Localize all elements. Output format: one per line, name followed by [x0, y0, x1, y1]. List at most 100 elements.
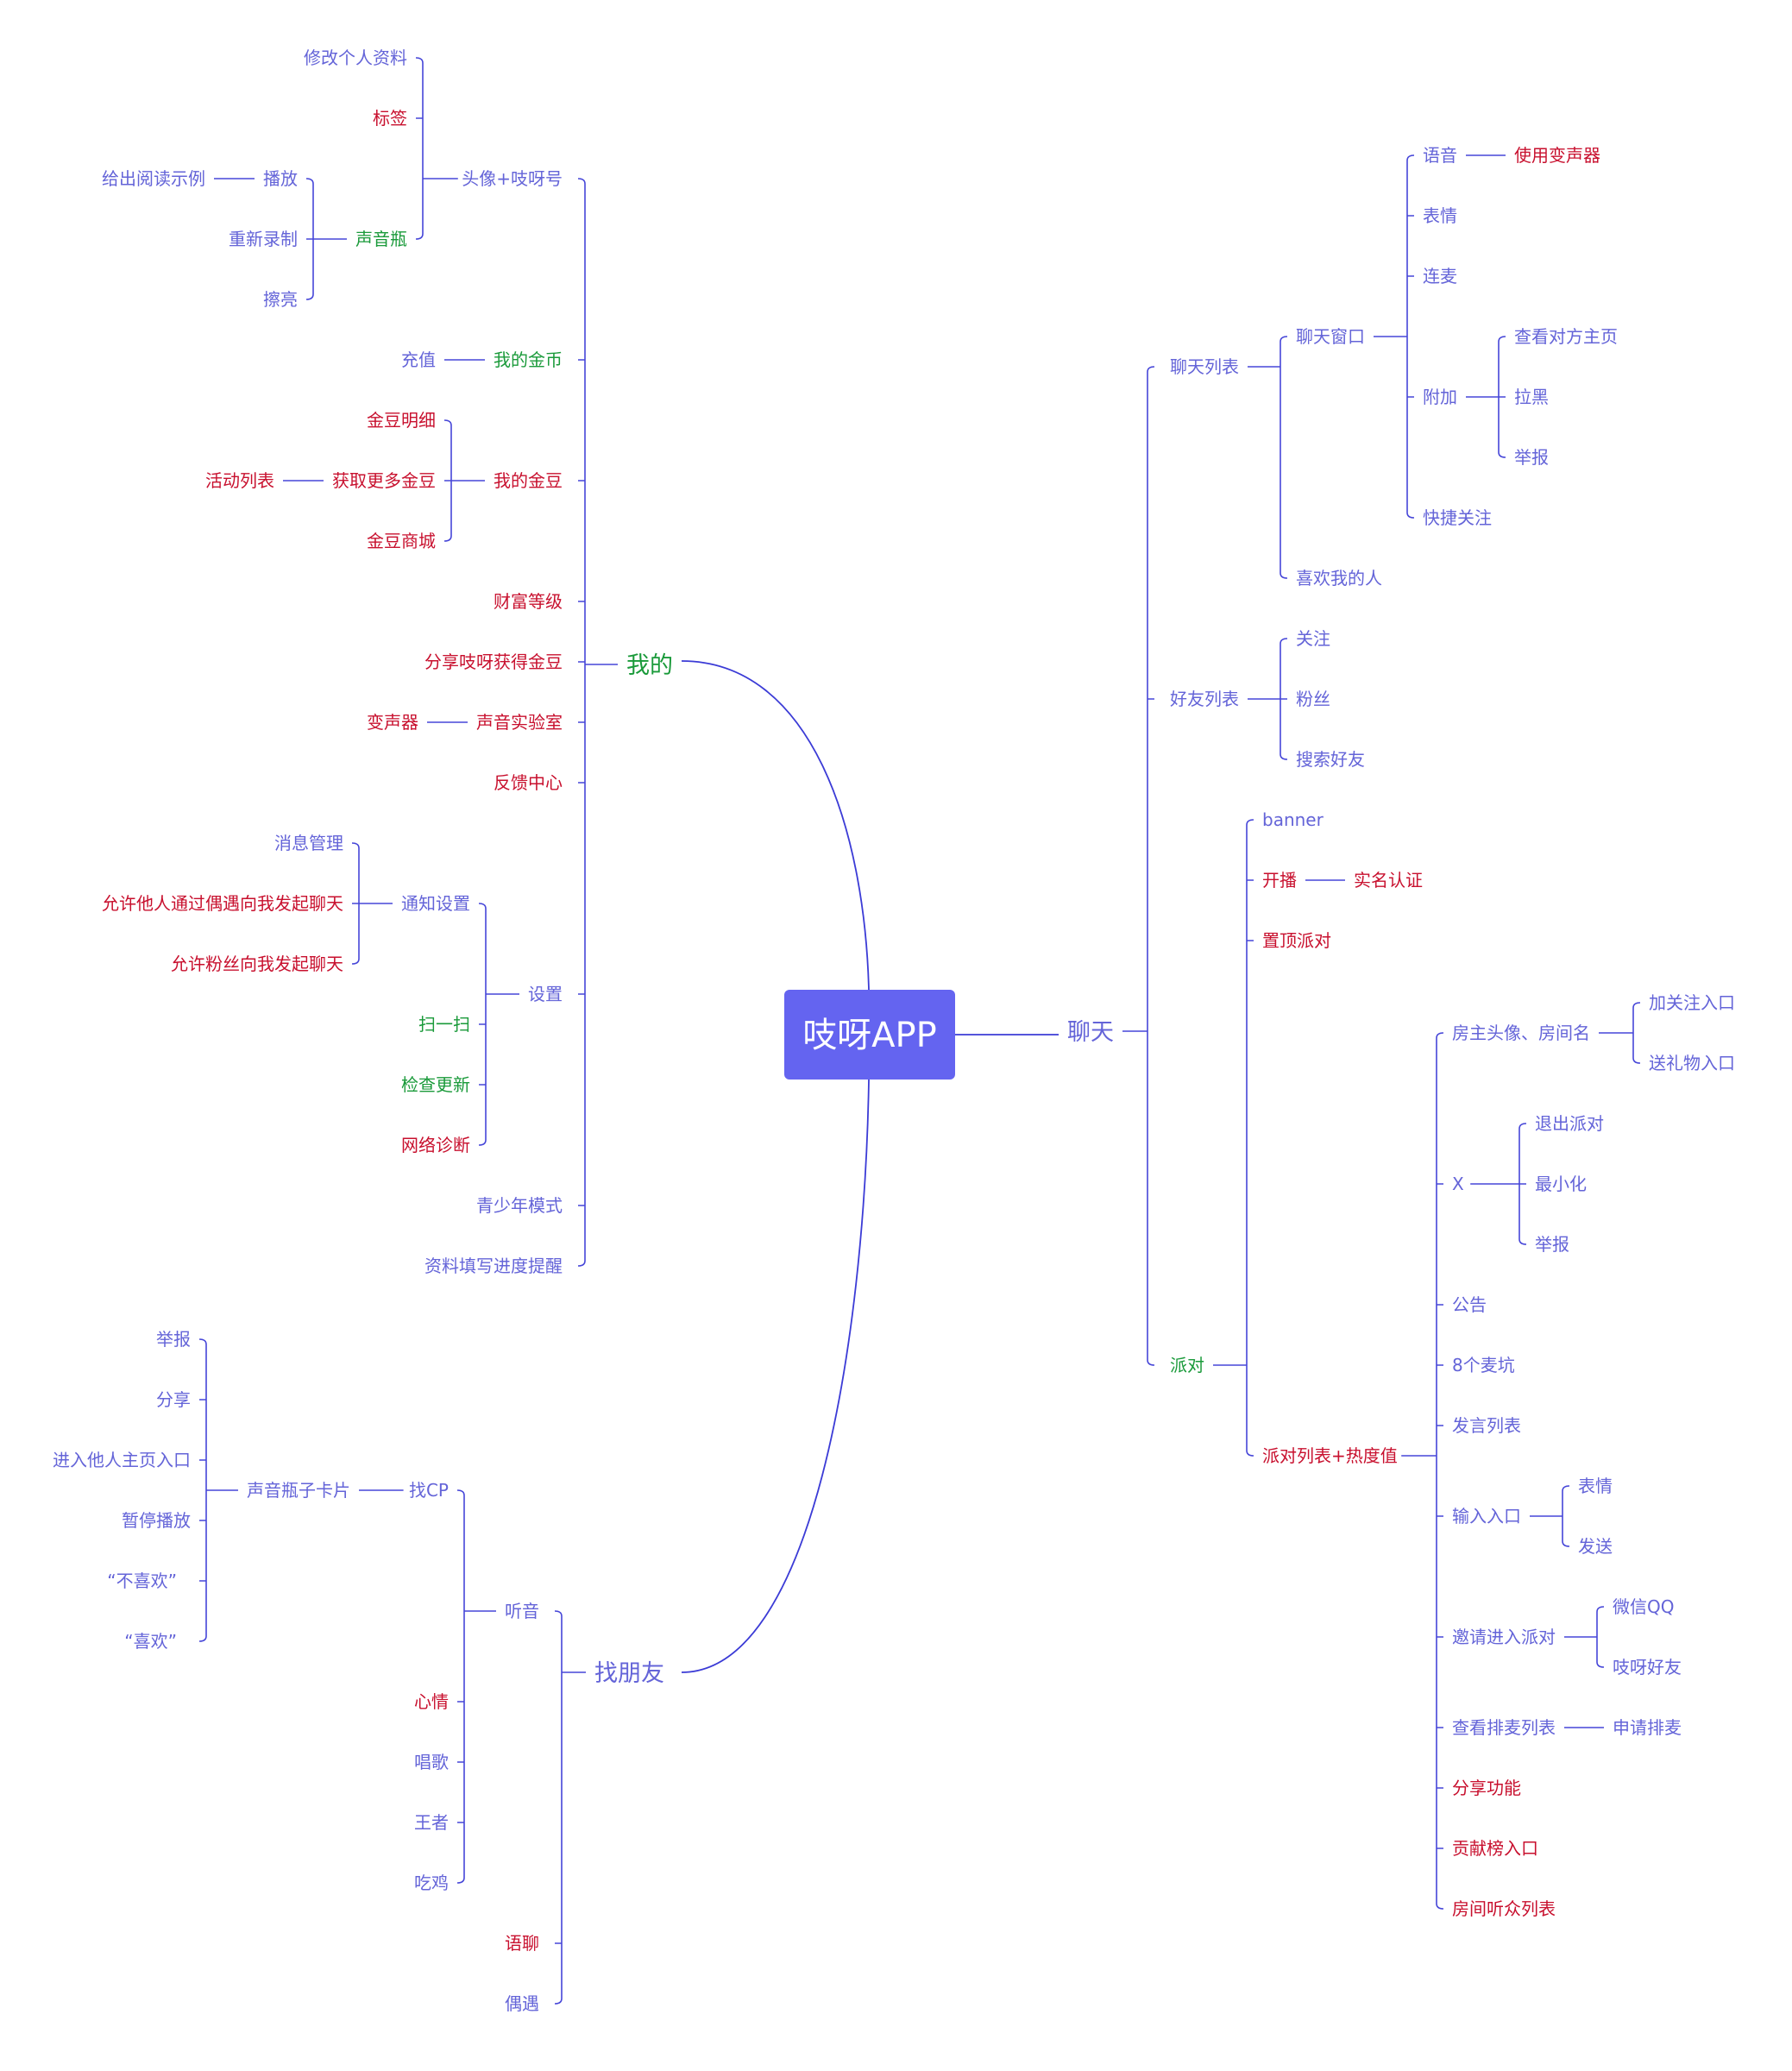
node-chiji[interactable]: 吃鸡 [414, 1873, 449, 1893]
node-touxiang[interactable]: 头像+吱呀号 [462, 168, 563, 189]
node-banner[interactable]: banner [1262, 809, 1324, 830]
node-huodong[interactable]: 活动列表 [205, 470, 274, 491]
node-fenxianggn[interactable]: 分享功能 [1452, 1778, 1521, 1798]
node-saoyisao[interactable]: 扫一扫 [418, 1014, 470, 1035]
node-huoqu[interactable]: 获取更多金豆 [332, 470, 436, 491]
node-kaibo[interactable]: 开播 [1262, 870, 1297, 891]
node-biaoqing[interactable]: 表情 [1423, 205, 1457, 226]
bracket-haoyou [1280, 638, 1288, 760]
node-wode[interactable]: 我的 [626, 652, 673, 679]
node-yuyin[interactable]: 语音 [1423, 145, 1457, 166]
node-xinqing[interactable]: 心情 [414, 1691, 449, 1712]
node-tingzhong[interactable]: 房间听众列表 [1452, 1898, 1556, 1919]
node-gonggao[interactable]: 公告 [1452, 1294, 1487, 1315]
node-shiyanshi[interactable]: 声音实验室 [476, 712, 563, 733]
node-buxihuan[interactable]: “不喜欢” [107, 1571, 177, 1591]
node-chuangkou[interactable]: 聊天窗口 [1296, 326, 1365, 347]
node-shangcheng[interactable]: 金豆商城 [367, 531, 436, 551]
bracket-tongzhi [351, 842, 360, 965]
node-lianmai[interactable]: 连麦 [1423, 266, 1457, 286]
node-biaoqian[interactable]: 标签 [373, 108, 407, 129]
node-liaotian[interactable]: 聊天 [1067, 1019, 1114, 1046]
node-fensi[interactable]: 粉丝 [1296, 689, 1330, 709]
node-fankui[interactable]: 反馈中心 [494, 772, 563, 793]
node-paimai[interactable]: 查看排麦列表 [1452, 1717, 1556, 1738]
node-bianshengqi2[interactable]: 使用变声器 [1514, 145, 1600, 166]
node-guanzhu[interactable]: 关注 [1296, 628, 1330, 649]
node-fangzhu[interactable]: 房主头像、房间名 [1452, 1023, 1590, 1043]
node-xiaoxi[interactable]: 消息管理 [274, 833, 343, 853]
node-tuichu[interactable]: 退出派对 [1535, 1113, 1604, 1134]
node-zhiyahaoyou[interactable]: 吱呀好友 [1613, 1657, 1682, 1678]
node-fenxiang_wd[interactable]: 分享吱呀获得金豆 [424, 652, 563, 672]
node-ouyu[interactable]: 偶遇 [505, 1993, 539, 2014]
node-lahei[interactable]: 拉黑 [1514, 387, 1549, 407]
node-shuru[interactable]: 输入入口 [1452, 1506, 1521, 1526]
node-bianshengqi[interactable]: 变声器 [367, 712, 418, 733]
node-mingxi[interactable]: 金豆明细 [367, 410, 436, 431]
connector-lines [198, 57, 1641, 2005]
node-zhuye[interactable]: 进入他人主页入口 [53, 1450, 191, 1470]
node-jiaguanzhu[interactable]: 加关注入口 [1649, 992, 1735, 1013]
node-maikeng[interactable]: 8个麦坑 [1452, 1355, 1515, 1375]
node-shengyinping[interactable]: 声音瓶 [355, 229, 407, 249]
root-node-box[interactable] [784, 990, 955, 1080]
node-jubao_pd[interactable]: 举报 [1535, 1234, 1569, 1255]
node-zanting[interactable]: 暂停播放 [122, 1510, 191, 1531]
node-jubao_cp[interactable]: 举报 [156, 1329, 191, 1350]
node-chongxin[interactable]: 重新录制 [229, 229, 298, 249]
bracket-touxiang [415, 57, 424, 240]
node-qingshaonian[interactable]: 青少年模式 [476, 1195, 563, 1216]
node-bofang[interactable]: 播放 [263, 168, 298, 189]
node-jiancha[interactable]: 检查更新 [401, 1074, 470, 1095]
node-jinbi[interactable]: 我的金币 [494, 349, 563, 370]
node-biaoqing2[interactable]: 表情 [1578, 1476, 1613, 1496]
node-haoyou[interactable]: 好友列表 [1170, 689, 1239, 709]
node-kapian[interactable]: 声音瓶子卡片 [247, 1480, 350, 1501]
node-x[interactable]: X [1452, 1174, 1464, 1194]
node-jindou[interactable]: 我的金豆 [494, 470, 563, 491]
node-xihuan[interactable]: “喜欢” [124, 1631, 177, 1652]
node-gongxian[interactable]: 贡献榜入口 [1452, 1838, 1538, 1859]
node-chongzhi[interactable]: 充值 [401, 349, 436, 370]
node-xihuanwode[interactable]: 喜欢我的人 [1296, 568, 1382, 589]
node-chakan[interactable]: 查看对方主页 [1514, 326, 1618, 347]
node-fayan[interactable]: 发言列表 [1452, 1415, 1521, 1436]
node-caliang[interactable]: 擦亮 [263, 289, 298, 310]
node-fensi_chat[interactable]: 允许粉丝向我发起聊天 [171, 954, 343, 974]
node-jubao_lt[interactable]: 举报 [1514, 447, 1549, 468]
node-zhaopengyou[interactable]: 找朋友 [594, 1660, 664, 1687]
node-fujia[interactable]: 附加 [1423, 387, 1457, 407]
node-shenqing[interactable]: 申请排麦 [1613, 1717, 1682, 1738]
bracket-liaotian [1147, 366, 1155, 1366]
node-yaoqing[interactable]: 邀请进入派对 [1452, 1627, 1556, 1647]
node-tingyin[interactable]: 听音 [505, 1601, 539, 1621]
node-songli[interactable]: 送礼物入口 [1649, 1053, 1735, 1073]
node-zhaocp[interactable]: 找CP [409, 1480, 449, 1501]
node-fenxiang_cp[interactable]: 分享 [156, 1389, 191, 1410]
node-shiming[interactable]: 实名认证 [1354, 870, 1423, 891]
node-zhenduan[interactable]: 网络诊断 [401, 1135, 470, 1155]
node-fasong[interactable]: 发送 [1578, 1536, 1613, 1557]
node-zhiding[interactable]: 置顶派对 [1262, 930, 1331, 951]
node-shili[interactable]: 给出阅读示例 [102, 168, 205, 189]
node-paidui[interactable]: 派对 [1170, 1355, 1204, 1375]
bracket-wode [577, 178, 586, 1267]
node-weixin[interactable]: 微信QQ [1613, 1596, 1674, 1617]
node-sousuo[interactable]: 搜索好友 [1296, 749, 1365, 770]
node-xiugai[interactable]: 修改个人资料 [304, 47, 407, 68]
root-node[interactable]: 吱呀APP [784, 990, 955, 1080]
node-caifu[interactable]: 财富等级 [494, 591, 563, 612]
node-paiduiliebiao[interactable]: 派对列表+热度值 [1262, 1445, 1398, 1466]
node-liaotianliebiao[interactable]: 聊天列表 [1170, 356, 1239, 377]
node-ziliao[interactable]: 资料填写进度提醒 [424, 1256, 563, 1276]
node-shezhi[interactable]: 设置 [528, 984, 563, 1004]
node-ouyu_chat[interactable]: 允许他人通过偶遇向我发起聊天 [102, 893, 343, 914]
node-yuliao[interactable]: 语聊 [505, 1933, 539, 1954]
node-changge[interactable]: 唱歌 [414, 1752, 449, 1772]
node-tongzhi[interactable]: 通知设置 [401, 893, 470, 914]
node-wangzhe[interactable]: 王者 [414, 1812, 449, 1833]
node-kuaijie[interactable]: 快捷关注 [1423, 507, 1492, 528]
node-zuixiao[interactable]: 最小化 [1535, 1174, 1587, 1194]
